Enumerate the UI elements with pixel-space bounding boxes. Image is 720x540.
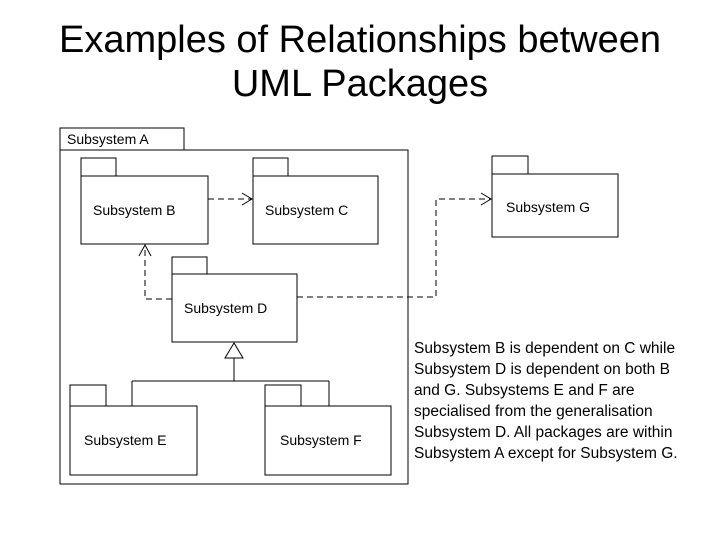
- title-line-2: UML Packages: [231, 63, 489, 105]
- subsystem-a-body: [59, 149, 409, 485]
- subsystem-g-tab: [491, 155, 529, 175]
- subsystem-e-label: Subsystem E: [84, 432, 166, 448]
- dependency-d-to-g-arrowhead: [480, 192, 492, 206]
- subsystem-e-body: [69, 405, 198, 476]
- subsystem-a-label: Subsystem A: [67, 131, 149, 147]
- dependency-d-to-b-arrowhead: [138, 243, 152, 257]
- dependency-d-to-g: [297, 198, 491, 298]
- subsystem-f-label: Subsystem F: [280, 432, 362, 448]
- description-text: Subsystem B is dependent on C while Subs…: [414, 340, 678, 462]
- subsystem-b-body: [80, 175, 209, 245]
- slide-title: Examples of Relationships between UML Pa…: [0, 18, 720, 106]
- dependency-b-to-c-arrowhead: [241, 192, 253, 206]
- subsystem-e-tab: [69, 384, 107, 407]
- subsystem-b-tab: [80, 157, 117, 177]
- generalization-triangle: [224, 342, 244, 359]
- subsystem-b-label: Subsystem B: [93, 202, 175, 218]
- title-line-1: Examples of Relationships between: [58, 19, 661, 61]
- subsystem-f-body: [264, 405, 392, 476]
- subsystem-g-label: Subsystem G: [506, 199, 590, 215]
- subsystem-g-body: [491, 173, 619, 238]
- generalization-e-f-to-d: [131, 342, 330, 406]
- subsystem-d-tab: [171, 256, 208, 275]
- subsystem-c-body: [252, 175, 379, 245]
- subsystem-c-label: Subsystem C: [265, 202, 348, 218]
- subsystem-d-label: Subsystem D: [184, 300, 267, 316]
- subsystem-c-tab: [252, 157, 289, 177]
- subsystem-d-body: [171, 273, 298, 343]
- dependency-d-to-b: [144, 245, 172, 300]
- subsystem-f-tab: [264, 384, 302, 407]
